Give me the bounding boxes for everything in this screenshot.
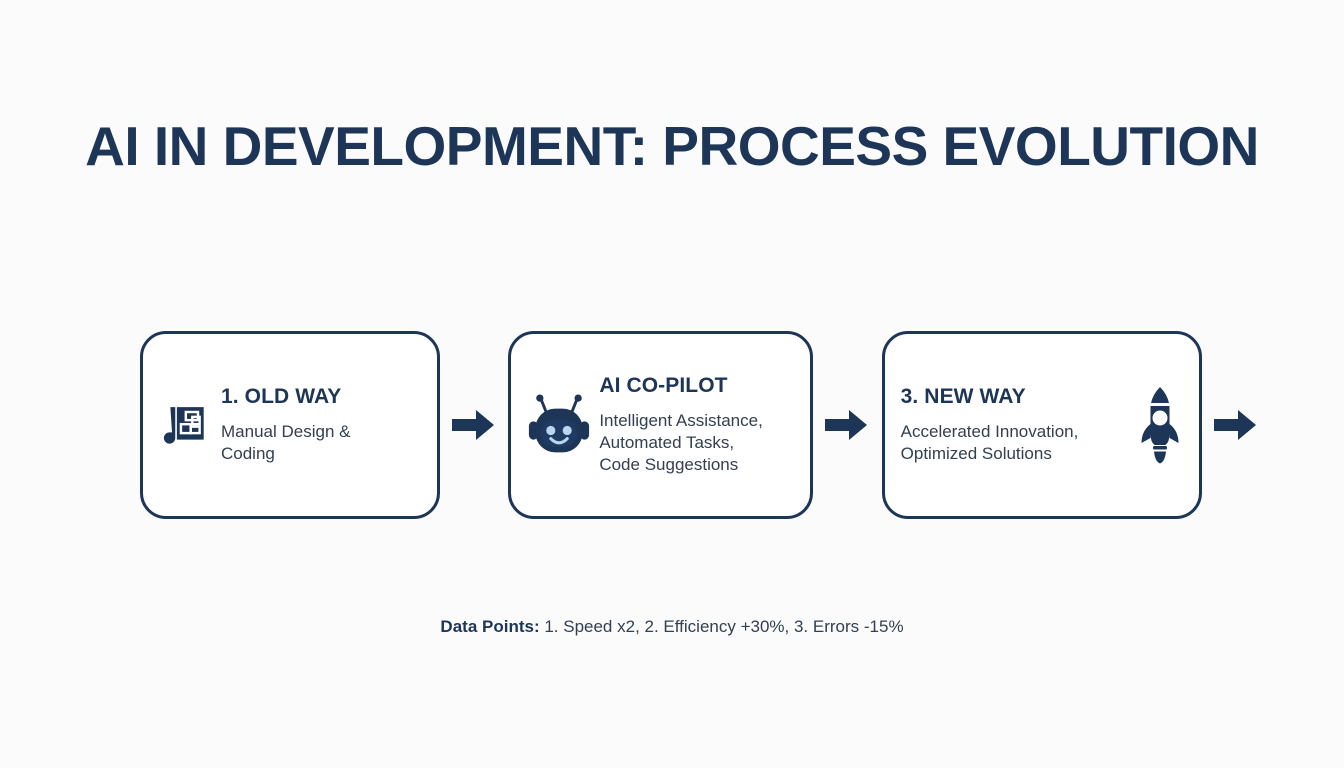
data-points-label: Data Points:	[440, 617, 540, 636]
data-points-footer: Data Points: 1. Speed x2, 2. Efficiency …	[0, 617, 1344, 637]
process-step-text: 3. NEW WAY Accelerated Innovation, Optim…	[901, 385, 1079, 465]
process-step-heading: 3. NEW WAY	[900, 385, 1026, 409]
process-flow: 1. OLD WAY Manual Design & Coding	[140, 330, 1270, 520]
process-step-old-way[interactable]: 1. OLD WAY Manual Design & Coding	[140, 331, 440, 519]
process-step-text: 1. OLD WAY Manual Design & Coding	[221, 385, 350, 465]
arrow-right-icon-1	[440, 408, 508, 442]
rocket-icon	[1137, 386, 1183, 464]
process-step-ai-copilot[interactable]: AI CO-PILOT Intelligent Assistance, Auto…	[508, 331, 814, 519]
arrow-right-icon-2	[813, 408, 881, 442]
process-step-description: Intelligent Assistance, Automated Tasks,…	[599, 411, 763, 474]
process-step-text: AI CO-PILOT Intelligent Assistance, Auto…	[599, 374, 762, 475]
process-step-heading: 1. OLD WAY	[221, 385, 342, 409]
process-step-heading: AI CO-PILOT	[599, 374, 728, 398]
process-step-description: Accelerated Innovation, Optimized Soluti…	[900, 422, 1079, 463]
blueprint-icon	[159, 399, 211, 451]
process-step-new-way[interactable]: 3. NEW WAY Accelerated Innovation, Optim…	[881, 331, 1202, 519]
page-title: AI IN DEVELOPMENT: PROCESS EVOLUTION	[85, 115, 1259, 177]
process-step-description: Manual Design & Coding	[221, 422, 351, 463]
data-points-value: 1. Speed x2, 2. Efficiency +30%, 3. Erro…	[539, 617, 904, 636]
arrow-right-icon-3	[1202, 408, 1270, 442]
robot-icon	[527, 394, 591, 456]
